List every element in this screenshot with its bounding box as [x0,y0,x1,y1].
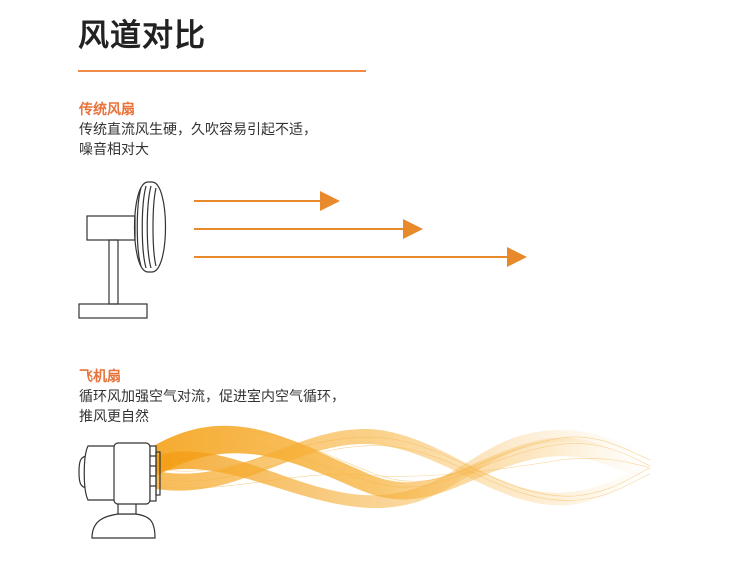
circulator-fan-desc-line-2: 推风更自然 [79,409,149,425]
desk-fan-icon [78,181,167,319]
traditional-fan-desc-line-1: 传统直流风生硬，久吹容易引起不适， [79,122,317,138]
circulator-fan-desc-line-1: 循环风加强空气对流，促进室内空气循环， [79,389,345,405]
straight-airflow-arrows [194,191,527,267]
traditional-fan-heading: 传统风扇 [79,102,135,118]
circulator-fan-heading: 飞机扇 [79,369,121,385]
page-title: 风道对比 [78,18,206,54]
traditional-fan-description: 传统直流风生硬，久吹容易引起不适， 噪音相对大 [79,120,317,160]
traditional-fan-desc-line-2: 噪音相对大 [79,142,149,158]
air-circulator-icon [78,442,161,539]
airflow-wave-icon [150,425,651,509]
circulator-fan-description: 循环风加强空气对流，促进室内空气循环， 推风更自然 [79,387,345,427]
title-divider [78,70,366,72]
